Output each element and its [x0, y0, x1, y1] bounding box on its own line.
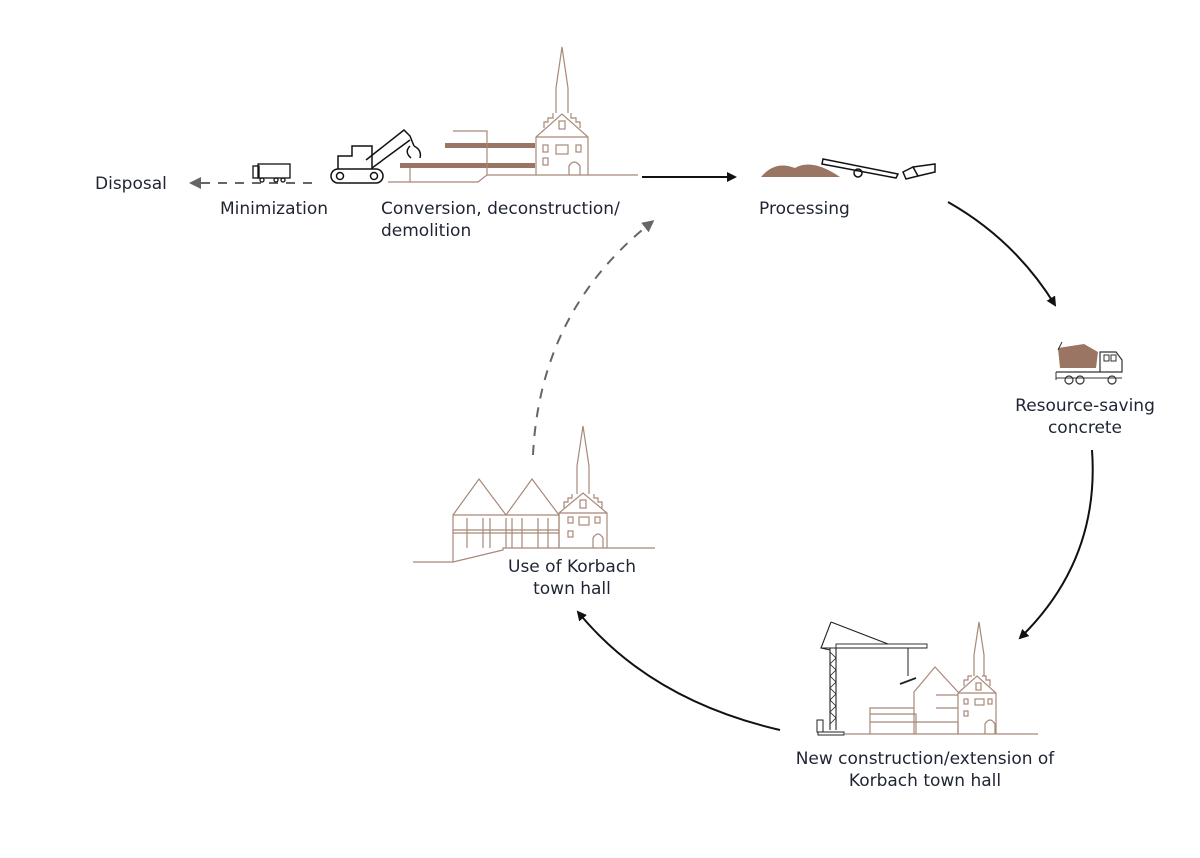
node-label-disposal: Disposal	[95, 174, 167, 194]
town-hall-in-use-icon	[413, 425, 655, 563]
node-label-use-line1: Use of Korbach	[508, 557, 636, 577]
node-label-new-construction: New construction/extension of Korbach to…	[775, 748, 1075, 792]
node-label-new-construction-line2: Korbach town hall	[848, 771, 1002, 791]
node-label-concrete-line2: concrete	[1047, 418, 1123, 438]
rubble-conveyor-icon	[761, 158, 936, 180]
excavator-icon	[330, 128, 422, 184]
truck-icon	[252, 163, 291, 183]
node-label-concrete: Resource-saving concrete	[1010, 395, 1160, 439]
node-label-new-construction-line1: New construction/extension of	[795, 749, 1055, 769]
node-label-conversion-line2: demolition	[381, 221, 472, 241]
arrow-use-to-conversion-dashed	[532, 220, 655, 456]
node-label-minimization: Minimization	[220, 199, 329, 219]
arrow-concrete-to-new-construction	[1018, 449, 1094, 640]
arrow-processing-to-concrete	[947, 201, 1057, 307]
node-label-conversion-line1: Conversion, deconstruction/	[381, 199, 620, 219]
town-hall-demolition-icon	[388, 46, 638, 183]
node-label-use-line2: town hall	[533, 579, 611, 599]
node-label-conversion: Conversion, deconstruction/ demolition	[381, 198, 620, 242]
node-label-processing: Processing	[759, 199, 850, 219]
node-label-use: Use of Korbach town hall	[497, 556, 647, 600]
node-label-concrete-line1: Resource-saving	[1015, 396, 1155, 416]
arrow-new-construction-to-use	[576, 610, 781, 731]
crane-construction-icon	[816, 621, 1038, 736]
concrete-mixer-icon	[1055, 341, 1123, 385]
